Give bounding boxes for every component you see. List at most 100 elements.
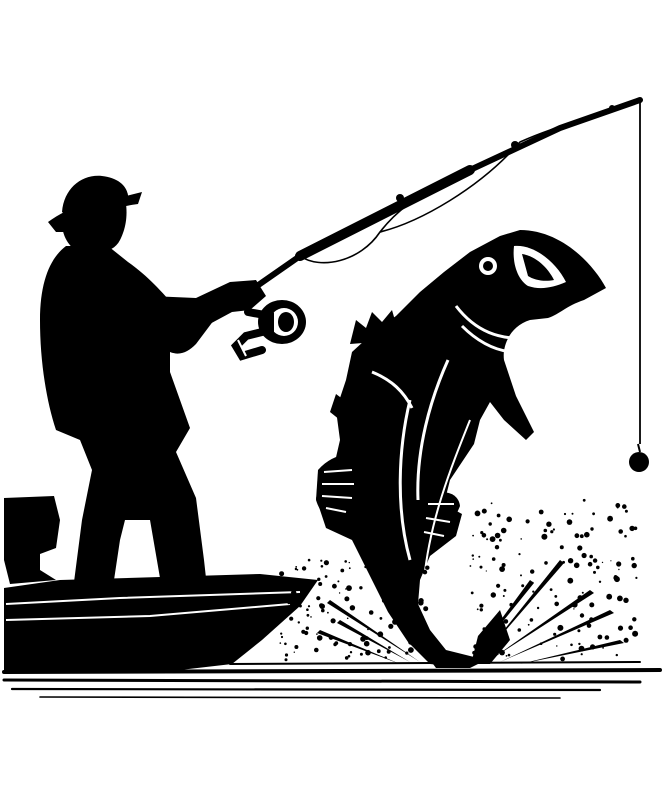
splash-droplet xyxy=(518,553,521,556)
splash-droplet xyxy=(499,538,502,542)
splash-droplet xyxy=(607,515,613,522)
splash-droplet xyxy=(347,654,351,658)
splash-droplet xyxy=(632,617,637,622)
splash-droplet xyxy=(486,538,489,541)
splash-droplet xyxy=(557,624,564,631)
splash-droplet xyxy=(301,566,307,571)
splash-droplet xyxy=(629,525,635,532)
splash-droplet xyxy=(577,545,583,551)
splash-droplet xyxy=(317,577,321,581)
splash-droplet xyxy=(402,576,405,579)
splash-droplet xyxy=(394,612,399,617)
splash-droplet xyxy=(392,619,398,625)
splash-droplet xyxy=(280,632,283,635)
splash-droplet xyxy=(502,595,505,597)
fisherman-legs xyxy=(74,452,206,582)
splash-droplet xyxy=(319,603,325,609)
splash-droplet xyxy=(615,653,618,657)
splash-droplet xyxy=(550,530,554,534)
splash-droplet xyxy=(294,567,298,571)
splash-droplet xyxy=(494,545,500,550)
splash-droplet xyxy=(579,534,584,539)
water-splash xyxy=(279,498,639,664)
splash-droplet xyxy=(566,519,573,525)
splash-droplet xyxy=(507,653,511,657)
splash-droplet xyxy=(481,508,487,514)
splash-droplet xyxy=(414,613,416,616)
splash-droplet xyxy=(388,646,391,649)
splash-droplet xyxy=(394,568,401,575)
splash-droplet xyxy=(631,562,637,569)
splash-droplet xyxy=(573,562,580,569)
fishing-rod xyxy=(211,97,643,319)
splash-droplet xyxy=(307,558,311,562)
splash-droplet xyxy=(592,512,595,516)
splash-droplet xyxy=(479,565,483,569)
splash-droplet xyxy=(476,608,479,611)
splash-droplet xyxy=(298,593,301,596)
splash-droplet xyxy=(407,561,410,564)
splash-droplet xyxy=(602,647,604,649)
splash-droplet xyxy=(544,561,548,565)
splash-droplet xyxy=(348,567,351,570)
splash-droplet xyxy=(573,608,575,610)
splash-droplet xyxy=(618,529,623,534)
splash-droplet xyxy=(396,604,398,606)
splash-streak xyxy=(337,620,410,662)
splash-droplet xyxy=(279,642,282,644)
splash-droplet xyxy=(556,645,558,647)
splash-droplet xyxy=(567,558,574,564)
splash-droplet xyxy=(284,653,289,657)
splash-droplet xyxy=(506,636,509,639)
splash-droplet xyxy=(293,651,295,653)
splash-droplet xyxy=(624,509,628,513)
splash-droplet xyxy=(536,606,540,610)
splash-droplet xyxy=(520,574,522,577)
splash-droplet xyxy=(472,650,476,655)
splash-streak xyxy=(480,560,564,660)
splash-droplet xyxy=(538,509,544,515)
splash-droplet xyxy=(408,639,414,645)
splash-droplet xyxy=(320,559,323,562)
water-surface xyxy=(2,661,662,699)
splash-droplet xyxy=(521,584,525,588)
splash-droplet xyxy=(282,594,289,600)
splash-droplet xyxy=(310,616,312,618)
splash-droplet xyxy=(596,565,600,570)
splash-droplet xyxy=(284,658,288,662)
splash-droplet xyxy=(469,565,472,567)
splash-droplet xyxy=(472,558,475,560)
splash-droplet xyxy=(289,616,294,621)
splash-droplet xyxy=(380,563,384,567)
splash-droplet xyxy=(560,656,565,662)
splash-droplet xyxy=(593,570,596,574)
fishing-line-with-sinker xyxy=(629,100,649,472)
splash-droplet xyxy=(481,533,487,538)
splash-droplet xyxy=(368,610,374,615)
splash-droplet xyxy=(520,538,522,540)
splash-droplet xyxy=(389,599,392,602)
splash-droplet xyxy=(298,604,302,608)
splash-droplet xyxy=(503,588,507,592)
splash-droplet xyxy=(425,565,430,570)
splash-droplet xyxy=(549,588,553,591)
splash-droplet xyxy=(606,593,613,600)
splash-droplet xyxy=(359,652,363,656)
splash-droplet xyxy=(349,605,356,611)
splash-droplet xyxy=(376,649,381,654)
splash-streak xyxy=(520,640,624,664)
splash-droplet xyxy=(316,633,318,635)
splash-droplet xyxy=(479,603,484,608)
splash-streak xyxy=(490,590,594,660)
splash-droplet xyxy=(330,618,336,624)
splash-droplet xyxy=(363,640,370,647)
splash-droplet xyxy=(338,592,341,594)
splash-droplet xyxy=(346,617,349,620)
splash-droplet xyxy=(382,586,389,593)
splash-droplet xyxy=(617,595,623,602)
splash-droplet xyxy=(471,554,474,557)
splash-droplet xyxy=(581,591,584,594)
splash-droplet xyxy=(546,521,552,527)
splash-droplet xyxy=(496,513,501,518)
splash-droplet xyxy=(295,566,298,568)
